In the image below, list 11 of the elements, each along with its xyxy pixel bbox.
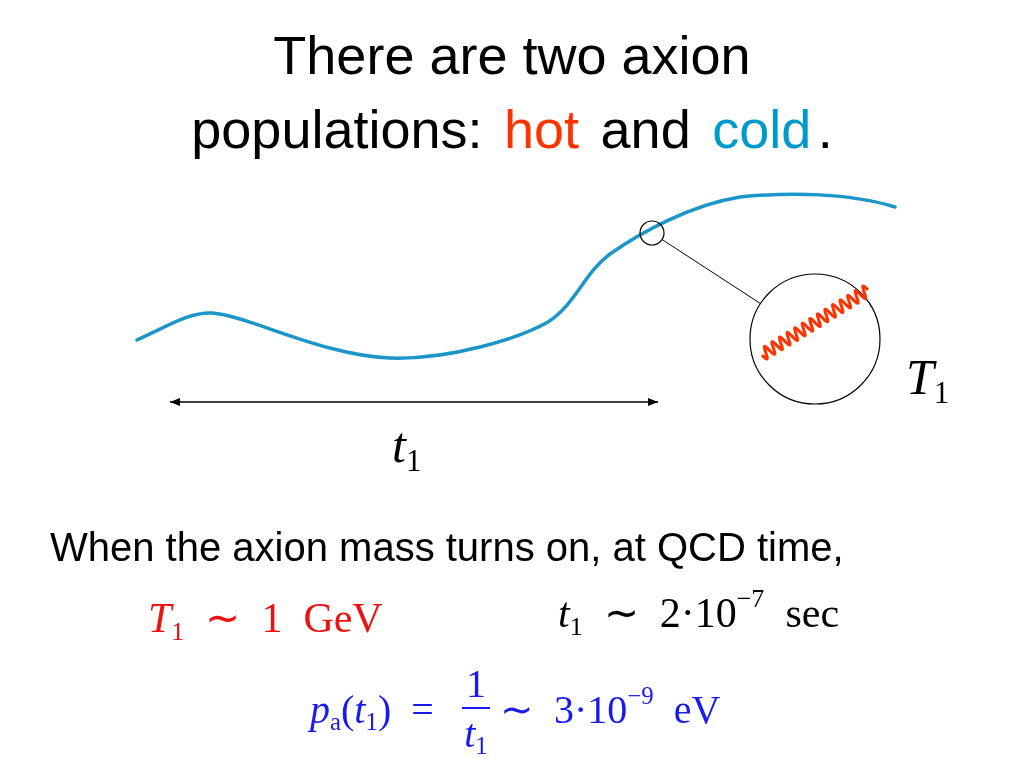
statement-text: When the axion mass turns on, at QCD time, bbox=[50, 524, 844, 570]
zoom-circle bbox=[639, 220, 665, 246]
magnified-circle bbox=[749, 273, 881, 405]
temperature-label: T$_{1}$ bbox=[906, 352, 950, 402]
time-equation: t$_{1}$ ∼ 2·10$^{−7}$ sec bbox=[558, 592, 840, 634]
fraction-numerator: 1 bbox=[462, 664, 490, 709]
fraction-denominator: t$_{1}$ bbox=[463, 714, 489, 754]
temperature-equation: T$_{1}$ ∼ 1 GeV bbox=[148, 597, 383, 639]
leader-line bbox=[661, 239, 761, 305]
time-label: t$_{1}$ bbox=[392, 420, 422, 470]
slide-title: There are two axion populations: hot and cold. bbox=[190, 24, 834, 161]
